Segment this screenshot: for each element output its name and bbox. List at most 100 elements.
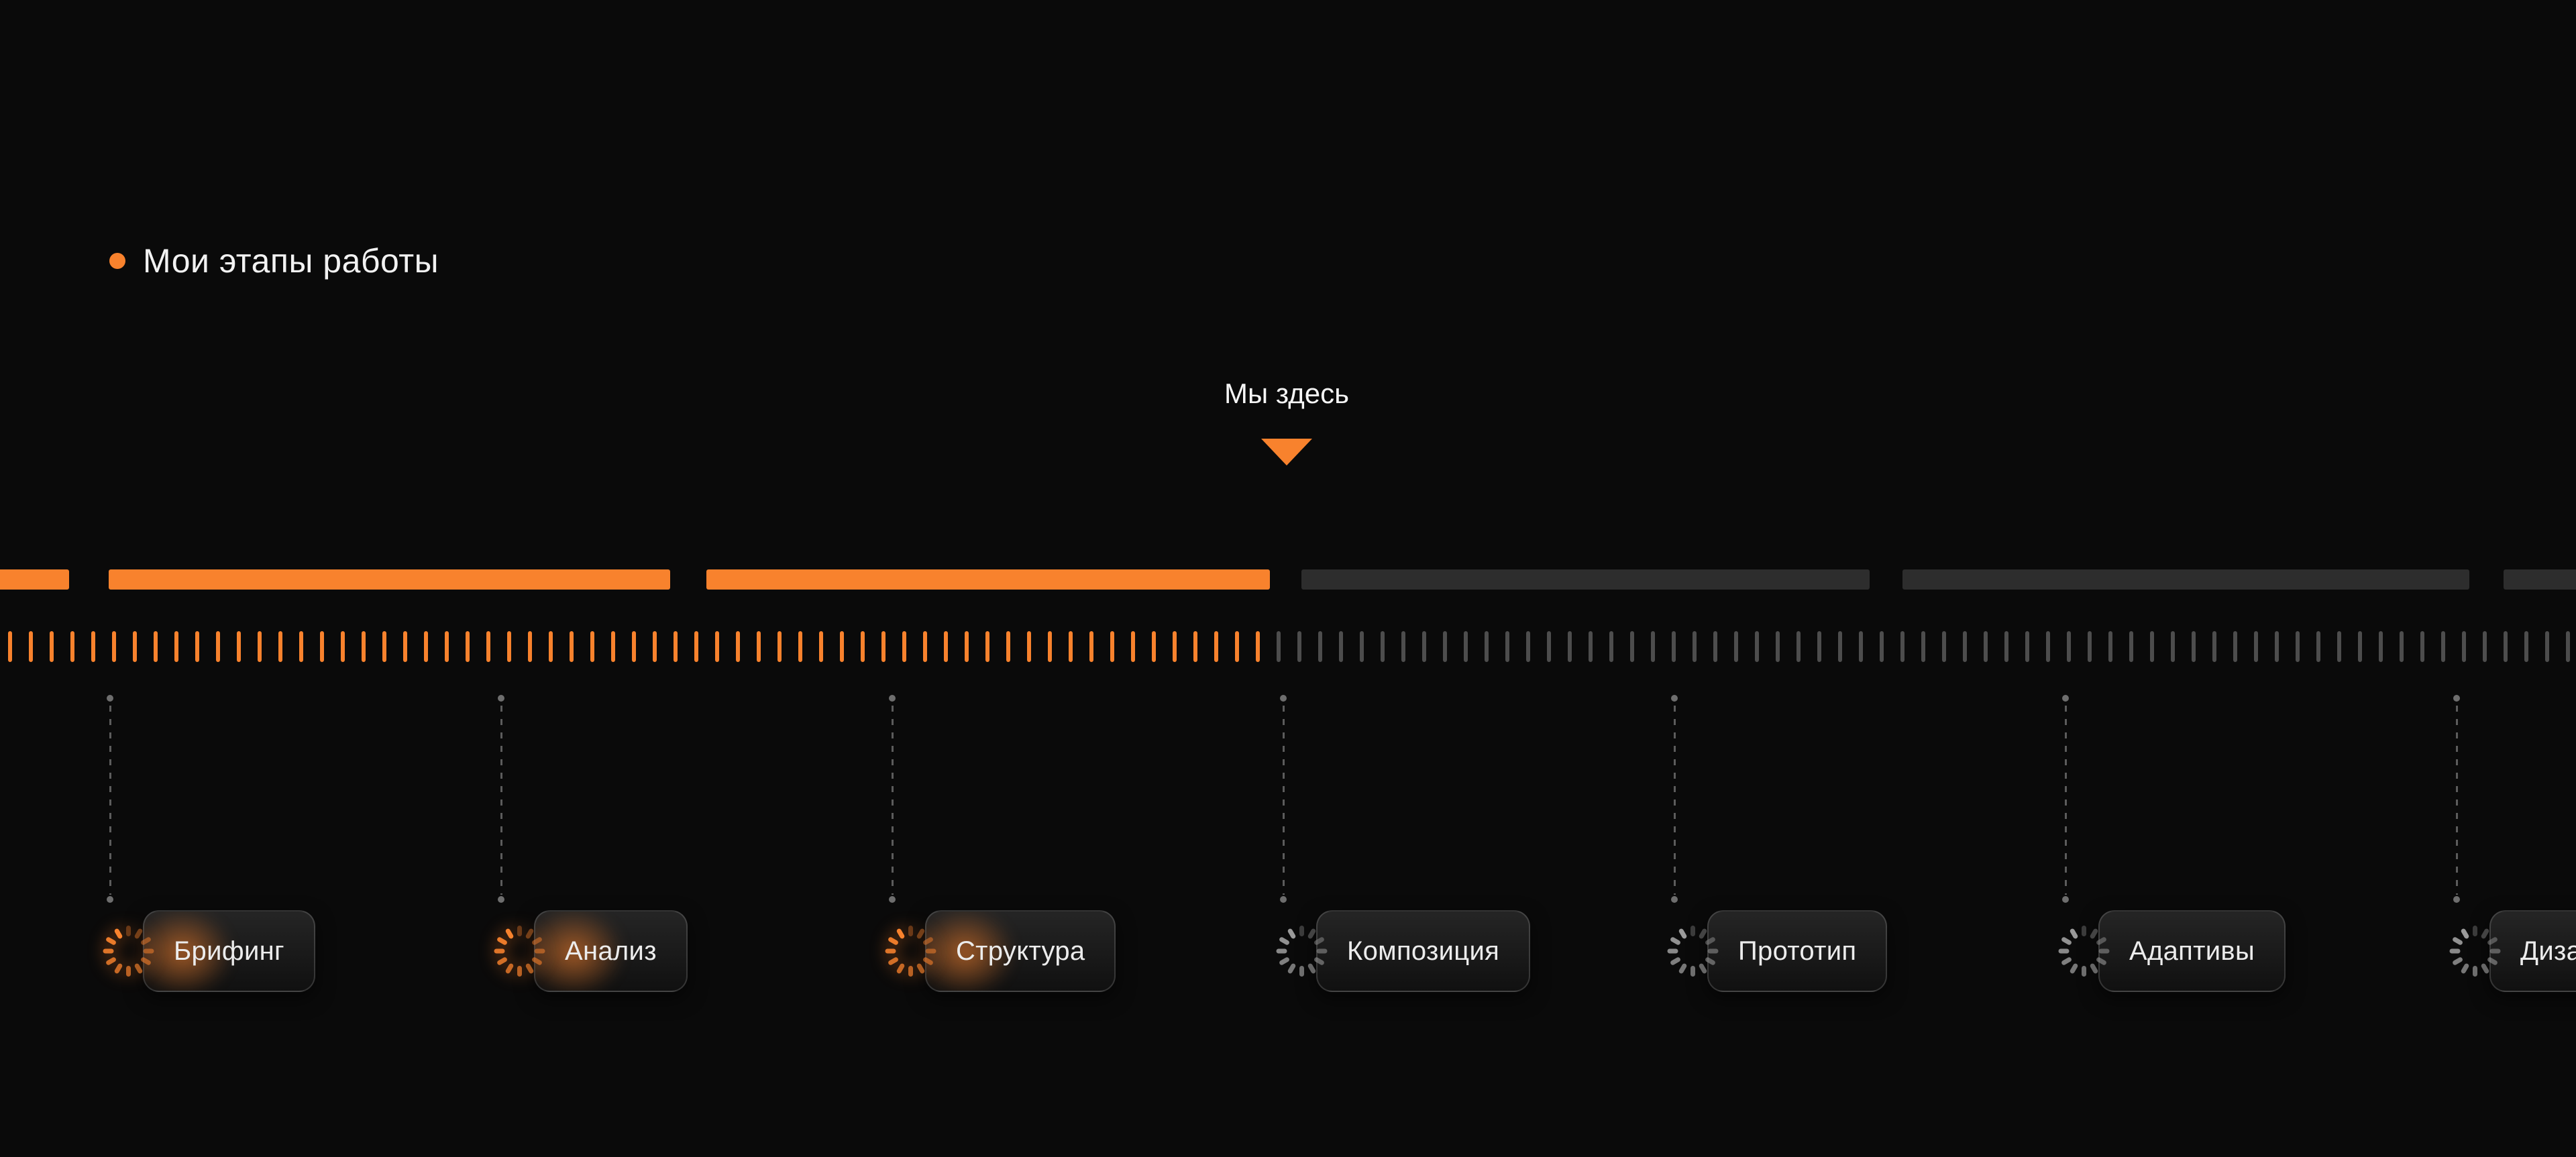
ruler-tick xyxy=(777,631,782,662)
spinner-ray xyxy=(2472,926,2477,936)
ruler-tick xyxy=(2212,631,2216,662)
ruler-tick xyxy=(466,631,470,662)
ruler-tick xyxy=(1360,631,1364,662)
ruler-tick xyxy=(2400,631,2404,662)
ruler-tick xyxy=(902,631,906,662)
spinner-ray xyxy=(2451,936,2463,946)
ruler-tick xyxy=(445,631,449,662)
ruler-tick xyxy=(1297,631,1301,662)
ruler-tick xyxy=(2420,631,2424,662)
ruler-tick xyxy=(1048,631,1052,662)
stage-chip[interactable]: Прототип xyxy=(1707,910,1888,992)
spinner-ray xyxy=(1299,966,1304,977)
stage-chip[interactable]: Брифинг xyxy=(143,910,315,992)
spinner-ray xyxy=(103,948,113,954)
spinner-ray xyxy=(504,928,515,940)
loader-spinner-icon xyxy=(488,920,550,982)
connector-dot-top xyxy=(1671,695,1678,702)
ruler-tick xyxy=(2524,631,2528,662)
ruler-tick xyxy=(2108,631,2112,662)
spinner-ray xyxy=(1677,928,1688,940)
ruler-tick xyxy=(1235,631,1239,662)
spinner-ray xyxy=(524,962,535,975)
ruler-tick xyxy=(2046,631,2050,662)
spinner-ray xyxy=(1669,936,1681,946)
ruler-tick xyxy=(1734,631,1738,662)
ruler-tick xyxy=(29,631,33,662)
spinner-ray xyxy=(1313,956,1325,967)
stage-chip[interactable]: Адаптивы xyxy=(2098,910,2286,992)
spinner-ray xyxy=(105,956,117,967)
current-position-marker: Мы здесь xyxy=(1224,380,1349,465)
ruler-tick xyxy=(1859,631,1863,662)
ruler-tick xyxy=(133,631,137,662)
ruler-tick xyxy=(50,631,54,662)
spinner-ray xyxy=(1286,962,1297,975)
ruler-tick xyxy=(1963,631,1967,662)
ruler-tick xyxy=(674,631,678,662)
spinner-ray xyxy=(2486,956,2498,967)
spinner-ray xyxy=(133,962,144,975)
connector-dot-bottom xyxy=(889,896,896,903)
progress-segment xyxy=(1301,569,1870,590)
spinner-ray xyxy=(1704,956,1716,967)
ruler-tick xyxy=(528,631,532,662)
spinner-ray xyxy=(887,956,899,967)
spinner-ray xyxy=(895,928,906,940)
ruler-tick xyxy=(1214,631,1218,662)
ruler-tick xyxy=(1110,631,1114,662)
ruler-tick xyxy=(1256,631,1260,662)
ruler-tick xyxy=(112,631,116,662)
spinner-ray xyxy=(1690,966,1695,977)
ruler-tick xyxy=(2379,631,2383,662)
ruler-tick xyxy=(2275,631,2279,662)
connector-dashed-line xyxy=(1282,706,1285,895)
spinner-ray xyxy=(1316,948,1327,954)
ruler-tick xyxy=(2150,631,2154,662)
spinner-ray xyxy=(2489,948,2500,954)
spinner-ray xyxy=(1313,936,1325,946)
stage-chip-label: Анализ xyxy=(565,936,657,966)
spinner-ray xyxy=(922,936,934,946)
loader-spinner-icon xyxy=(1271,920,1332,982)
progress-segment xyxy=(0,569,69,590)
progress-segment xyxy=(1902,569,2469,590)
ruler-tick xyxy=(2504,631,2508,662)
spinner-ray xyxy=(517,966,522,977)
stage-chip[interactable]: Дизайн xyxy=(2489,910,2576,992)
ruler-tick xyxy=(2233,631,2237,662)
ruler-tick xyxy=(985,631,989,662)
ruler-tick xyxy=(694,631,698,662)
ruler-tick xyxy=(2337,631,2341,662)
ruler-tick xyxy=(2004,631,2008,662)
stage-chip[interactable]: Анализ xyxy=(534,910,688,992)
ruler-tick xyxy=(2462,631,2466,662)
connector-dot-top xyxy=(1280,695,1287,702)
ruler-tick xyxy=(1776,631,1780,662)
spinner-ray xyxy=(2459,928,2470,940)
ruler-tick xyxy=(486,631,490,662)
stage-chip[interactable]: Структура xyxy=(925,910,1116,992)
ruler-tick xyxy=(507,631,511,662)
ruler-tick xyxy=(2254,631,2258,662)
ruler-tick xyxy=(736,631,740,662)
ruler-tick xyxy=(1464,631,1468,662)
spinner-ray xyxy=(496,956,508,967)
connector-dot-bottom xyxy=(107,896,113,903)
connector-dashed-line xyxy=(2064,706,2067,895)
ruler-tick xyxy=(1672,631,1676,662)
spinner-ray xyxy=(105,936,117,946)
spinner-ray xyxy=(2449,948,2460,954)
spinner-ray xyxy=(524,928,535,940)
ruler-tick xyxy=(70,631,74,662)
ruler-tick xyxy=(2171,631,2175,662)
page-title: Мои этапы работы xyxy=(143,242,439,280)
ruler-tick xyxy=(382,631,386,662)
ruler-tick xyxy=(1006,631,1010,662)
ruler-tick xyxy=(1401,631,1405,662)
spinner-ray xyxy=(1278,936,1290,946)
connector-dot-bottom xyxy=(2062,896,2069,903)
spinner-ray xyxy=(2095,936,2107,946)
spinner-ray xyxy=(915,928,926,940)
stage-chip[interactable]: Композиция xyxy=(1316,910,1531,992)
